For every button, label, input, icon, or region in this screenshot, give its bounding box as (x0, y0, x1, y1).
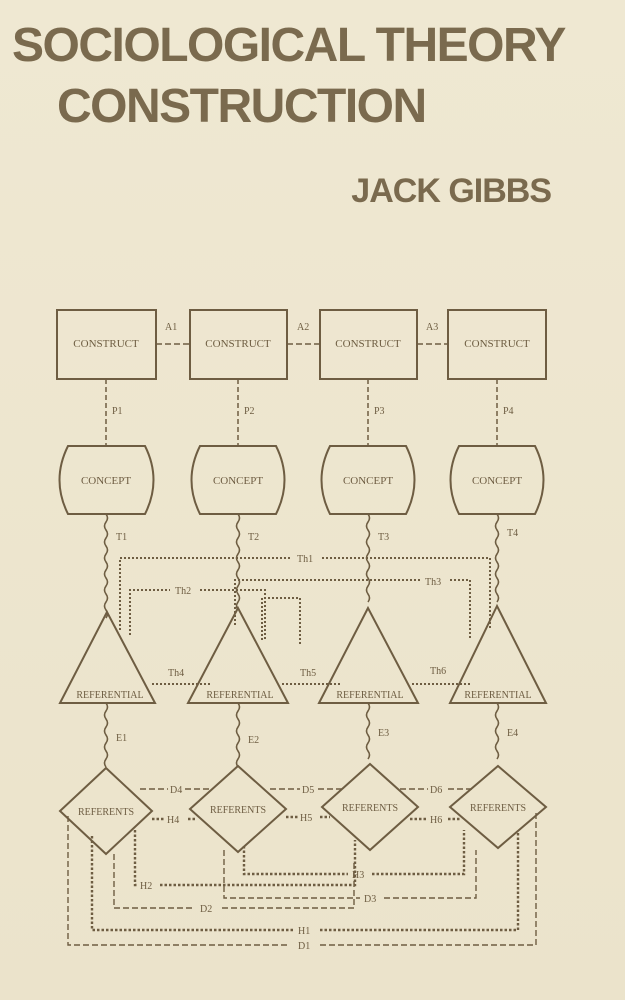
referents-label-2: REFERENTS (210, 805, 266, 816)
t-label-1: T1 (116, 532, 127, 543)
th-label-5: Th5 (300, 668, 316, 679)
a-label-2: A2 (297, 322, 309, 333)
referential-triangle-4 (448, 603, 548, 704)
construct-label-2: CONSTRUCT (205, 338, 271, 350)
p-links (105, 379, 498, 446)
p-label-4: P4 (503, 406, 514, 417)
referential-label-4: REFERENTIAL (464, 690, 531, 701)
th-label-1: Th1 (297, 554, 313, 565)
referents-diamond-1 (58, 766, 154, 856)
e-label-3: E3 (378, 728, 389, 739)
d-label-2: D2 (200, 904, 212, 915)
d-label-5: D5 (302, 785, 314, 796)
th-label-4: Th4 (168, 668, 184, 679)
t-label-2: T2 (248, 532, 259, 543)
th-label-3: Th3 (425, 577, 441, 588)
referential-label-1: REFERENTIAL (76, 690, 143, 701)
referential-label-3: REFERENTIAL (336, 690, 403, 701)
referents-label-4: REFERENTS (470, 803, 526, 814)
referents-label-3: REFERENTS (342, 803, 398, 814)
title-line-2: CONSTRUCTION (57, 80, 427, 133)
referential-row (58, 603, 548, 704)
concept-shape-3 (320, 445, 416, 515)
p-label-3: P3 (374, 406, 385, 417)
d-label-6: D6 (430, 785, 442, 796)
a-label-3: A3 (426, 322, 438, 333)
p-label-2: P2 (244, 406, 255, 417)
concept-label-4: CONCEPT (472, 475, 522, 487)
t-label-3: T3 (378, 532, 389, 543)
construct-label-3: CONSTRUCT (335, 338, 401, 350)
referential-triangle-1 (58, 609, 157, 704)
h-label-4: H4 (167, 815, 179, 826)
h-label-5: H5 (300, 813, 312, 824)
concept-shape-4 (449, 445, 545, 515)
d-links (67, 788, 537, 946)
e-label-1: E1 (116, 733, 127, 744)
construct-label-4: CONSTRUCT (464, 338, 530, 350)
h-links (90, 815, 520, 932)
referents-diamond-3 (320, 762, 420, 852)
referential-label-2: REFERENTIAL (206, 690, 273, 701)
h-label-2: H2 (140, 881, 152, 892)
t-links (103, 513, 500, 619)
concept-label-2: CONCEPT (213, 475, 263, 487)
title-line-1: SOCIOLOGICAL THEORY (12, 19, 566, 72)
referents-diamond-4 (448, 764, 548, 850)
d-label-3: D3 (364, 894, 376, 905)
d-label-1: D1 (298, 941, 310, 952)
referential-triangle-2 (186, 605, 290, 704)
referents-row (58, 762, 548, 856)
th-label-2: Th2 (175, 586, 191, 597)
h-label-3: H3 (352, 870, 364, 881)
e-label-4: E4 (507, 728, 518, 739)
a-label-1: A1 (165, 322, 177, 333)
t-label-4: T4 (507, 528, 518, 539)
construct-label-1: CONSTRUCT (73, 338, 139, 350)
h-label-1: H1 (298, 926, 310, 937)
concept-label-3: CONCEPT (343, 475, 393, 487)
p-label-1: P1 (112, 406, 123, 417)
concept-shape-1 (58, 445, 155, 515)
referents-label-1: REFERENTS (78, 807, 134, 818)
th-label-6: Th6 (430, 666, 446, 677)
concept-shape-2 (190, 445, 286, 515)
referents-diamond-2 (188, 764, 288, 854)
h-label-6: H6 (430, 815, 442, 826)
th-links (119, 557, 491, 685)
concept-label-1: CONCEPT (81, 475, 131, 487)
concept-row (58, 445, 545, 515)
author-name: JACK GIBBS (351, 172, 552, 210)
e-label-2: E2 (248, 735, 259, 746)
d-label-4: D4 (170, 785, 182, 796)
e-links (103, 702, 500, 768)
referential-triangle-3 (317, 605, 420, 704)
